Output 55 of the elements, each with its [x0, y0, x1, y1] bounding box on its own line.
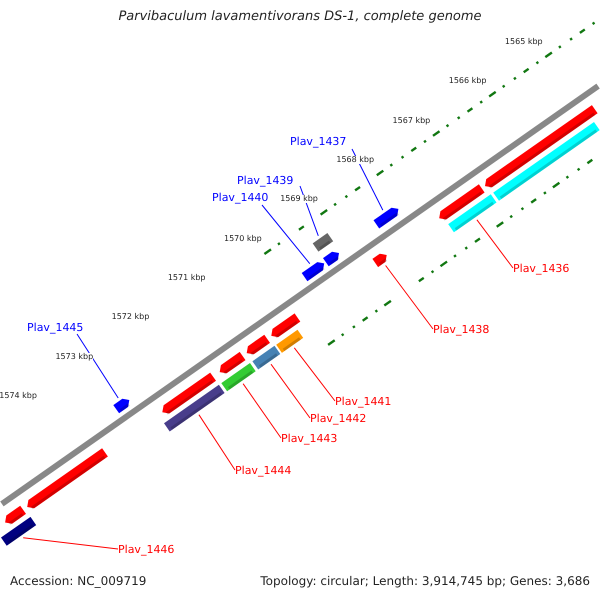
position-label: 1571 kbp [168, 274, 206, 282]
gene-bar [246, 334, 270, 356]
position-label: 1566 kbp [448, 77, 486, 86]
gene-label: Plav_1439 [237, 175, 294, 186]
leader-line [270, 364, 310, 418]
gene-label: Plav_1437 [290, 136, 346, 147]
leader-line [242, 383, 282, 438]
gene-bar [439, 184, 485, 221]
position-label: 1569 kbp [280, 195, 318, 204]
leader-line [22, 537, 118, 550]
footer-text: Accession: NC_009719 [10, 575, 146, 587]
gene-bar [312, 233, 334, 252]
gene-label: Plav_1444 [235, 465, 292, 476]
gene-label: Plav_1440 [212, 192, 268, 203]
gene-bar [493, 122, 600, 201]
title: Parvibaculum lavamentivorans DS-1, complete genome [117, 10, 483, 23]
position-label: 1570 kbp [224, 234, 262, 243]
gene-label: Plav_1446 [118, 544, 174, 555]
leader-line [385, 265, 434, 330]
position-label: 1567 kbp [392, 116, 430, 125]
gene-bar [271, 313, 300, 338]
position-label: 1574 kbp [0, 392, 37, 400]
leader-line [352, 148, 384, 211]
gene-bar [27, 448, 108, 510]
gene-bar [485, 105, 598, 188]
footer-text: Topology: circular; Length: 3,914,745 bp; Genes: 3,686 [260, 575, 590, 587]
gene-bar [5, 506, 26, 525]
gene-bar [252, 346, 280, 370]
position-label: 1568 kbp [336, 156, 374, 164]
gene-bar [164, 384, 225, 432]
gene-bar [1, 516, 36, 546]
gene-bar [162, 372, 216, 415]
position-label: 1572 kbp [112, 313, 150, 322]
leader-line [294, 347, 336, 402]
gene-label: Plav_1442 [310, 413, 366, 424]
gene-bar [323, 252, 340, 266]
gene-bar [374, 208, 399, 228]
gene-label: Plav_1443 [281, 433, 338, 444]
gene-bar [302, 262, 325, 282]
gene-label: Plav_1438 [433, 324, 490, 335]
gene-label: Plav_1445 [27, 322, 84, 333]
gene-label: Plav_1436 [513, 263, 570, 274]
leader-line [198, 414, 236, 470]
leader-line [76, 334, 119, 398]
gene-bar [113, 398, 130, 414]
gene-bar [220, 352, 246, 374]
gene-bar [276, 330, 304, 353]
leader-line [262, 204, 310, 264]
gene-bar [372, 254, 388, 268]
position-label: 1565 kbp [504, 38, 543, 46]
gene-bar [221, 363, 256, 392]
gene-bar [448, 194, 496, 232]
gene-label: Plav_1441 [335, 396, 392, 407]
position-label: 1573 kbp [55, 352, 94, 361]
leader-line [476, 219, 514, 268]
